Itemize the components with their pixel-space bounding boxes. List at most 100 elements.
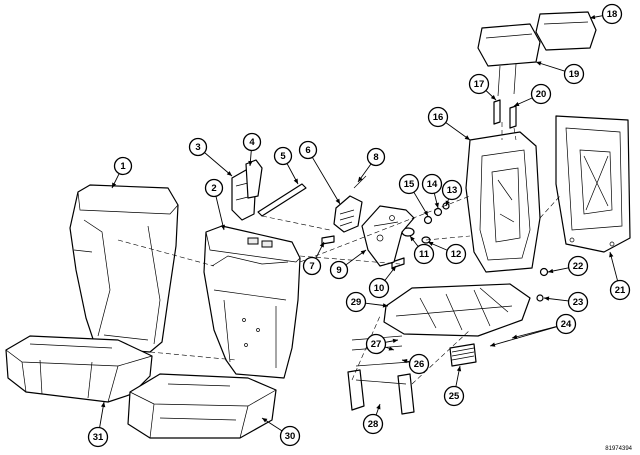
callout-14-label: 14 xyxy=(427,179,438,190)
part-7-10-11-12-bolts xyxy=(321,227,431,269)
callout-15: 15 xyxy=(398,173,420,195)
callout-7-label: 7 xyxy=(309,261,314,272)
callout-17: 17 xyxy=(468,73,490,95)
callout-2-arrowhead xyxy=(220,224,225,230)
callout-23-arrowhead xyxy=(544,296,550,301)
part-2-seatback-frame xyxy=(203,225,301,379)
callout-8-label: 8 xyxy=(373,152,378,163)
callout-13: 13 xyxy=(441,179,463,201)
callout-5-label: 5 xyxy=(280,151,286,162)
callout-15-circle xyxy=(398,173,420,195)
callout-25-label: 25 xyxy=(449,391,460,402)
callout-2-leader xyxy=(215,196,225,231)
extra-0-leader xyxy=(489,326,557,347)
callout-22: 22 xyxy=(567,255,589,277)
callout-8-circle xyxy=(366,147,386,167)
callout-4-arrowhead xyxy=(248,160,253,166)
callout-19-leader xyxy=(535,61,566,72)
callout-25-arrowhead xyxy=(456,366,462,372)
callout-21: 21 xyxy=(609,279,631,301)
callout-29-label: 29 xyxy=(351,297,362,308)
callout-9-arrowhead xyxy=(360,250,366,255)
callout-21-label: 21 xyxy=(615,285,626,296)
callout-7-arrowhead xyxy=(319,242,324,248)
callout-23-label: 23 xyxy=(573,297,584,308)
callout-14: 14 xyxy=(421,173,443,195)
part-6-8-spring xyxy=(333,175,367,233)
callout-14-arrowhead xyxy=(434,202,439,208)
callout-28-circle xyxy=(362,413,384,435)
callout-29-circle xyxy=(345,291,367,313)
callout-24: 24 xyxy=(555,313,577,335)
callout-20-arrowhead xyxy=(514,101,520,106)
callout-16: 16 xyxy=(427,106,449,128)
callout-27-arrowhead xyxy=(392,338,398,344)
callout-21-circle xyxy=(609,279,631,301)
callout-20: 20 xyxy=(530,83,552,105)
callout-8: 8 xyxy=(366,147,386,167)
part-3-4-bracket xyxy=(231,159,263,221)
callout-5: 5 xyxy=(273,146,293,166)
callout-12-circle xyxy=(445,243,467,265)
callout-31-circle xyxy=(87,426,109,448)
callout-31-arrowhead xyxy=(100,402,106,408)
callout-21-arrowhead xyxy=(609,252,614,258)
callout-18-label: 18 xyxy=(607,9,618,20)
callout-24-circle xyxy=(555,313,577,335)
leader-lines xyxy=(99,14,619,432)
callout-18-arrowhead xyxy=(590,14,596,20)
callout-2-circle xyxy=(204,178,224,198)
callout-1: 1 xyxy=(113,156,133,176)
callout-22-circle xyxy=(567,255,589,277)
callout-6-label: 6 xyxy=(305,145,310,156)
callout-30: 30 xyxy=(279,425,301,447)
callout-4-label: 4 xyxy=(249,137,255,148)
callout-25: 25 xyxy=(443,385,465,407)
callout-7-circle xyxy=(302,256,322,276)
callout-25-circle xyxy=(443,385,465,407)
callout-13-label: 13 xyxy=(447,185,458,196)
callout-11-label: 11 xyxy=(419,249,430,260)
callout-19: 19 xyxy=(563,63,585,85)
callout-5-arrowhead xyxy=(293,178,298,184)
callout-6-circle xyxy=(298,140,318,160)
part-17-20-headrest-guides xyxy=(493,99,517,129)
callout-28-arrowhead xyxy=(376,404,381,410)
callout-12: 12 xyxy=(445,243,467,265)
callout-31: 31 xyxy=(87,426,109,448)
part-25-latch xyxy=(449,343,477,367)
callout-10: 10 xyxy=(368,277,390,299)
part-22-23-fasteners xyxy=(536,267,549,302)
callout-24-label: 24 xyxy=(561,319,572,330)
callout-18: 18 xyxy=(601,3,623,25)
callout-23-circle xyxy=(567,291,589,313)
callout-9-circle xyxy=(329,260,349,280)
callout-28: 28 xyxy=(362,413,384,435)
callout-1-arrowhead xyxy=(112,182,117,188)
callout-3-label: 3 xyxy=(195,142,200,153)
extra-0-arrowhead xyxy=(490,342,496,347)
callout-22-arrowhead xyxy=(548,268,554,274)
callout-13-arrowhead xyxy=(445,200,450,206)
callout-3-arrowhead xyxy=(226,171,232,176)
extra-1-arrowhead xyxy=(388,346,394,351)
callout-3-circle xyxy=(188,137,208,157)
callout-3-leader xyxy=(204,152,233,177)
part-5-rod xyxy=(257,183,307,217)
callout-4-circle xyxy=(242,132,262,152)
part-30-seat-frame xyxy=(127,373,277,439)
callout-16-label: 16 xyxy=(433,112,444,123)
callout-26-label: 26 xyxy=(414,359,425,370)
callout-2-label: 2 xyxy=(211,183,216,194)
callout-14-circle xyxy=(421,173,443,195)
callout-15-arrowhead xyxy=(423,210,428,216)
part-18-19-headrests xyxy=(477,11,597,97)
callout-30-arrowhead xyxy=(262,418,268,423)
callout-10-label: 10 xyxy=(374,283,385,294)
callout-20-label: 20 xyxy=(536,89,547,100)
callout-10-circle xyxy=(368,277,390,299)
callout-3: 3 xyxy=(188,137,208,157)
